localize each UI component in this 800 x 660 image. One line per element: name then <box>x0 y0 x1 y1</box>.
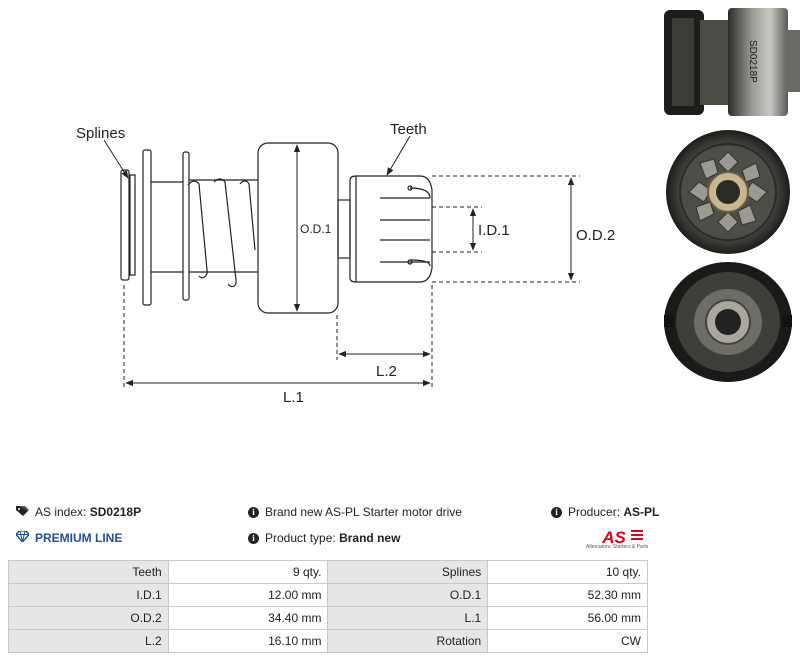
drive-outline <box>120 142 433 314</box>
photo-pinion-end <box>666 130 790 254</box>
logo-tagline: Alternators, Starters & Parts <box>586 544 649 550</box>
spec-key: O.D.2 <box>8 606 169 630</box>
table-row: O.D.2 34.40 mm L.1 56.00 mm <box>8 606 648 630</box>
spec-value: CW <box>487 629 648 653</box>
spec-key: O.D.1 <box>327 583 489 607</box>
description-text: Brand new AS-PL Starter motor drive <box>265 505 462 519</box>
spec-value: 16.10 mm <box>167 629 329 653</box>
as-index-label: AS index: <box>35 505 87 519</box>
table-row: I.D.1 12.00 mm O.D.1 52.30 mm <box>8 583 648 607</box>
spec-key: Rotation <box>327 629 489 653</box>
info-icon: i <box>551 506 562 518</box>
spec-key: L.1 <box>327 606 489 630</box>
label-od2: O.D.2 <box>576 227 615 244</box>
info-icon: i <box>248 506 259 518</box>
label-od1: O.D.1 <box>300 222 332 236</box>
premium-line-label: PREMIUM LINE <box>35 531 123 545</box>
tag-icon <box>16 505 29 519</box>
producer-value: AS-PL <box>623 505 660 519</box>
producer-label: Producer: <box>568 505 621 519</box>
label-l1: L.1 <box>283 389 304 406</box>
photo-spline-end <box>664 262 792 382</box>
spec-key: Splines <box>327 560 489 584</box>
producer: i Producer: AS-PL <box>551 505 659 519</box>
label-splines: Splines <box>76 125 125 142</box>
technical-drawing: Splines Teeth O.D.1 I.D.1 O.D.2 L.2 L.1 … <box>76 8 800 406</box>
photo-side-view: SD0218P <box>664 8 800 116</box>
spec-key: I.D.1 <box>8 583 169 607</box>
spec-value: 56.00 mm <box>487 606 648 630</box>
spec-key: L.2 <box>8 629 169 653</box>
spec-value: 34.40 mm <box>167 606 329 630</box>
label-teeth: Teeth <box>390 121 427 138</box>
label-id1: I.D.1 <box>478 222 510 239</box>
spec-value: 52.30 mm <box>487 583 648 607</box>
info-icon: i <box>248 532 259 544</box>
product-type-value: Brand new <box>339 531 401 545</box>
product-type: i Product type: Brand new <box>248 531 400 545</box>
spec-value: 9 qty. <box>167 560 329 584</box>
table-row: Teeth 9 qty. Splines 10 qty. <box>8 560 648 584</box>
label-l2: L.2 <box>376 363 397 380</box>
product-type-label: Product type: <box>265 531 336 545</box>
premium-line: PREMIUM LINE <box>15 530 123 545</box>
as-index-value: SD0218P <box>89 505 142 519</box>
photo-stamp: SD0218P <box>747 40 758 83</box>
table-row: L.2 16.10 mm Rotation CW <box>8 629 648 653</box>
svg-text:AS: AS <box>601 528 626 547</box>
diamond-icon <box>15 530 30 545</box>
spec-value: 10 qty. <box>487 560 648 584</box>
description: i Brand new AS-PL Starter motor drive <box>248 505 462 519</box>
spec-key: Teeth <box>8 560 169 584</box>
dimension-lines <box>103 135 580 390</box>
specs-table: Teeth 9 qty. Splines 10 qty. I.D.1 12.00… <box>8 560 648 653</box>
as-index: AS index: SD0218P <box>16 505 141 519</box>
spec-value: 12.00 mm <box>167 583 329 607</box>
as-pl-logo: AS <box>601 528 643 547</box>
